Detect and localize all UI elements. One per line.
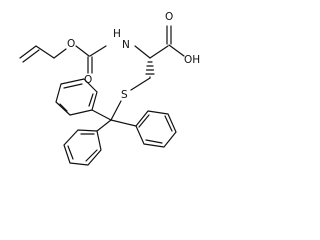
allyl-bond	[35, 45, 55, 59]
trityl-right-ring-bond	[110, 119, 137, 127]
vinyl-double-bond-inner	[22, 49, 40, 63]
hydroxyl-label: OH	[184, 54, 200, 66]
phenyl-ring-lower-left	[63, 129, 102, 166]
trityl-bottom-ring-bond	[96, 119, 112, 132]
phenyl-ring-right	[135, 110, 177, 148]
trityl-left-ring-bond	[91, 109, 112, 121]
sulfur-trityl-carbon-bond	[110, 100, 122, 121]
phenyl-ring-upper-left	[55, 78, 98, 116]
allyl-group	[19, 45, 67, 63]
nitrogen-alpha-carbon-bond	[134, 45, 151, 59]
hashed-stereo-bond	[145, 61, 155, 75]
vinyl-double-bond	[19, 45, 37, 59]
trityl-group	[55, 78, 177, 166]
allyl-oxygen-bond	[53, 48, 67, 59]
acid-carbonyl-oxygen-label: O	[165, 11, 173, 23]
chemical-structure: O O H N O OH S	[19, 11, 200, 166]
atom-labels: O O H N O OH S	[67, 11, 200, 101]
carbamate-nitrogen-bond	[89, 45, 107, 57]
amide-nitrogen-label: N	[122, 39, 130, 51]
alpha-carboxyl-bond	[149, 45, 169, 59]
carbamate-group	[75, 45, 107, 74]
carboxyl-hydroxyl-bond	[168, 44, 185, 57]
carbamate-carbonyl-oxygen-label: O	[84, 74, 92, 86]
amide-hydrogen-label: H	[113, 28, 121, 40]
ester-oxygen-carbon-bond	[75, 45, 90, 57]
ester-oxygen-label: O	[67, 38, 75, 50]
backbone	[130, 25, 185, 91]
sulfur-label: S	[121, 89, 128, 101]
methylene-sulfur-bond	[130, 77, 151, 91]
